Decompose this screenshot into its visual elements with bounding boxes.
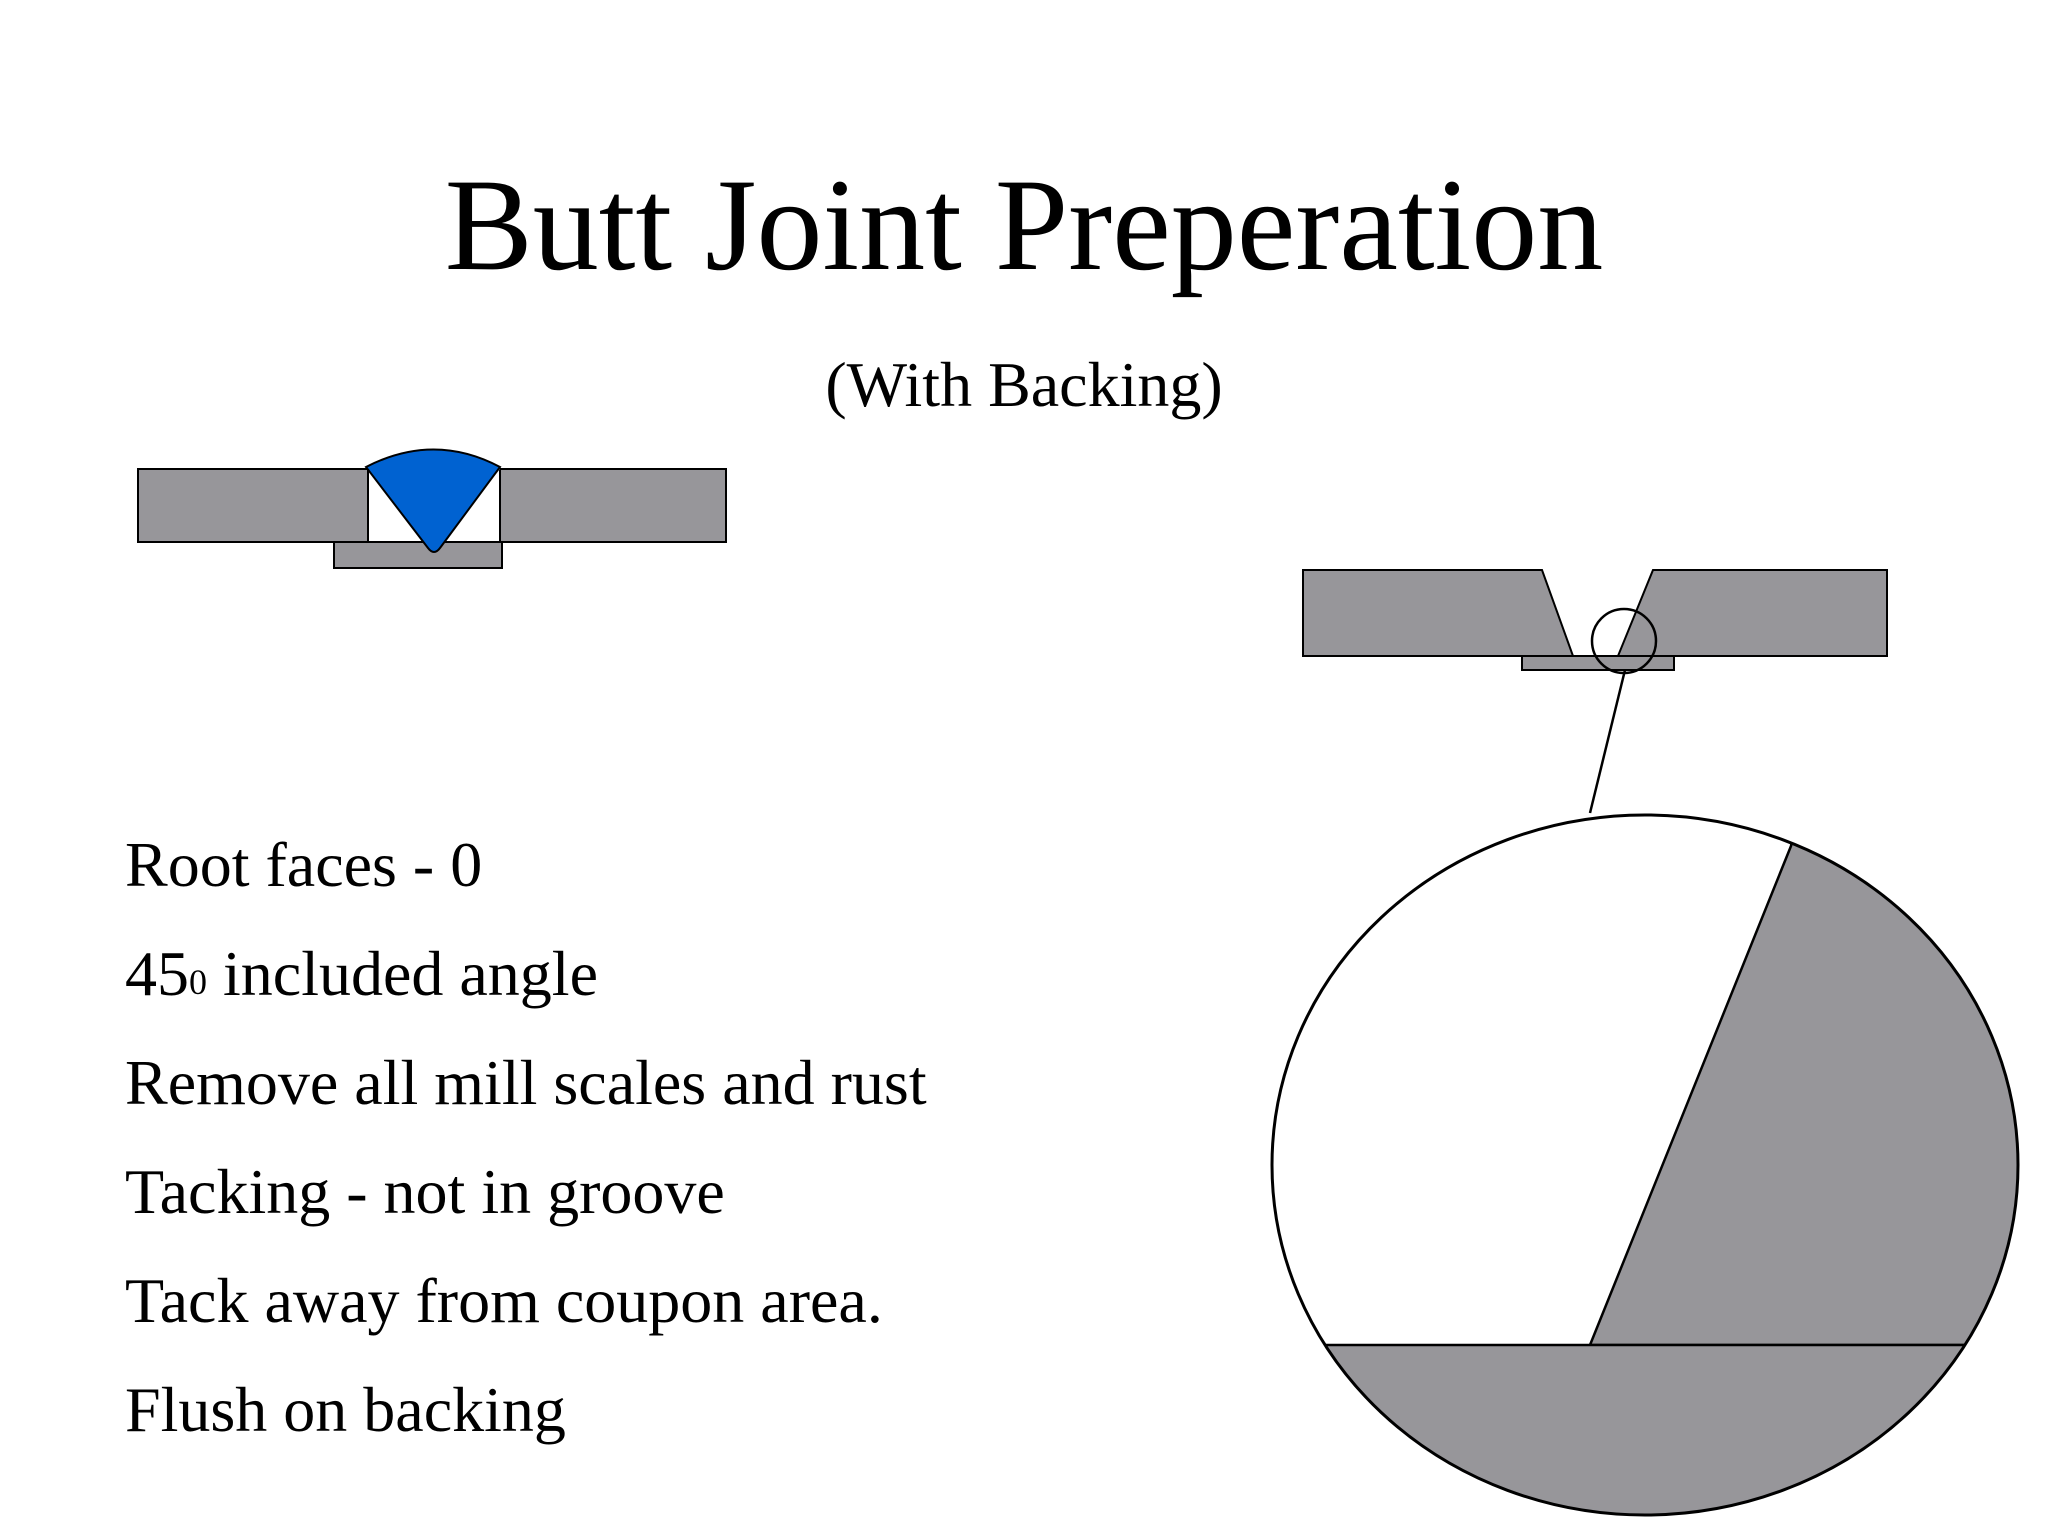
preparation-notes-list: Root faces - 0 450 included angle Remove… — [125, 825, 927, 1479]
magnified-plate-bevel — [1588, 815, 2018, 1347]
note-included-angle: 450 included angle — [125, 938, 598, 1009]
slide-title: Butt Joint Preperation — [444, 151, 1604, 298]
magnified-detail-outline — [1270, 813, 2020, 1517]
note-flush-backing: Flush on backing — [125, 1374, 566, 1445]
prepared-backing-strip — [1521, 655, 1675, 671]
right-plate — [499, 468, 727, 543]
note-remove-mill-scale: Remove all mill scales and rust — [125, 1047, 927, 1118]
weld-bead — [364, 448, 502, 553]
backing-strip — [333, 541, 503, 569]
left-plate — [137, 468, 369, 543]
note-angle-superscript: 0 — [189, 962, 207, 1002]
magnified-detail — [1270, 813, 2020, 1517]
prepared-right-plate — [1616, 569, 1888, 657]
note-tack-away: Tack away from coupon area. — [125, 1265, 883, 1336]
welded-joint-diagram — [137, 448, 727, 569]
note-tacking: Tacking - not in groove — [125, 1156, 725, 1227]
detail-leader-line — [1588, 669, 1627, 814]
slide-subtitle: (With Backing) — [825, 349, 1223, 420]
prepared-left-plate — [1302, 569, 1575, 657]
prepared-joint-diagram — [1302, 569, 1888, 814]
magnified-backing — [1272, 1345, 2018, 1515]
note-root-faces: Root faces - 0 — [125, 829, 483, 900]
